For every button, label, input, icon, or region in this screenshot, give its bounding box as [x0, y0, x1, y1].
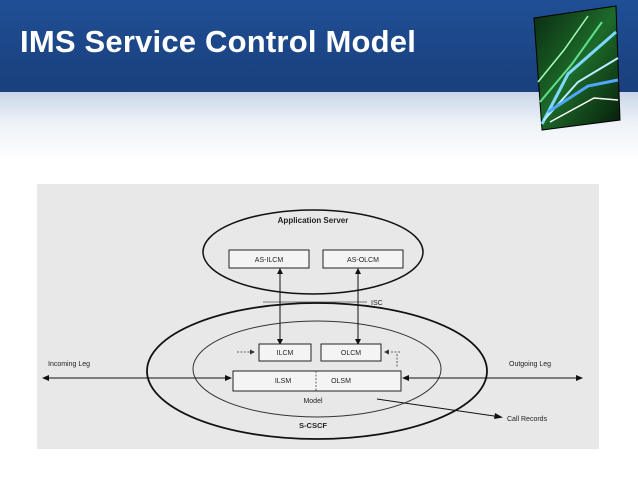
slide-header	[0, 0, 638, 92]
as-olcm-label: AS-OLCM	[347, 257, 379, 264]
model-label: Model	[303, 398, 323, 405]
slide-title: IMS Service Control Model	[20, 24, 417, 59]
incoming-leg-label: Incoming Leg	[48, 361, 90, 368]
ilcm-box	[258, 343, 312, 362]
light-streak-logo-icon	[533, 5, 621, 131]
olcm-side-arrowhead	[384, 349, 389, 355]
scscf-ellipse	[146, 302, 488, 440]
application-server-ellipse	[202, 209, 424, 295]
olcm-label: OLCM	[341, 350, 361, 357]
diagram-panel: Application Server AS-ILCM AS-OLCM ISC I…	[37, 184, 599, 449]
olcm-box	[320, 343, 382, 362]
ilcm-side-arrowhead	[250, 349, 255, 355]
ims-service-control-diagram: Application Server AS-ILCM AS-OLCM ISC I…	[42, 209, 583, 440]
as-ilcm-box	[228, 249, 310, 269]
scscf-label: S-CSCF	[299, 421, 327, 430]
model-ellipse	[192, 320, 442, 418]
olsm-label: OLSM	[331, 378, 351, 385]
as-olcm-box	[322, 249, 404, 269]
ilcm-label: ILCM	[277, 350, 294, 357]
outgoing-leg-label: Outgoing Leg	[509, 361, 551, 368]
call-records-label: Call Records	[507, 416, 548, 423]
header-gradient	[0, 92, 638, 162]
call-records-arrowhead	[494, 413, 503, 419]
ilsm-label: ILSM	[275, 378, 292, 385]
application-server-label: Application Server	[278, 216, 349, 225]
as-ilcm-label: AS-ILCM	[255, 257, 284, 264]
state-model-box	[232, 370, 402, 392]
call-records-arrow	[376, 398, 502, 418]
isc-label: ISC	[371, 300, 383, 307]
